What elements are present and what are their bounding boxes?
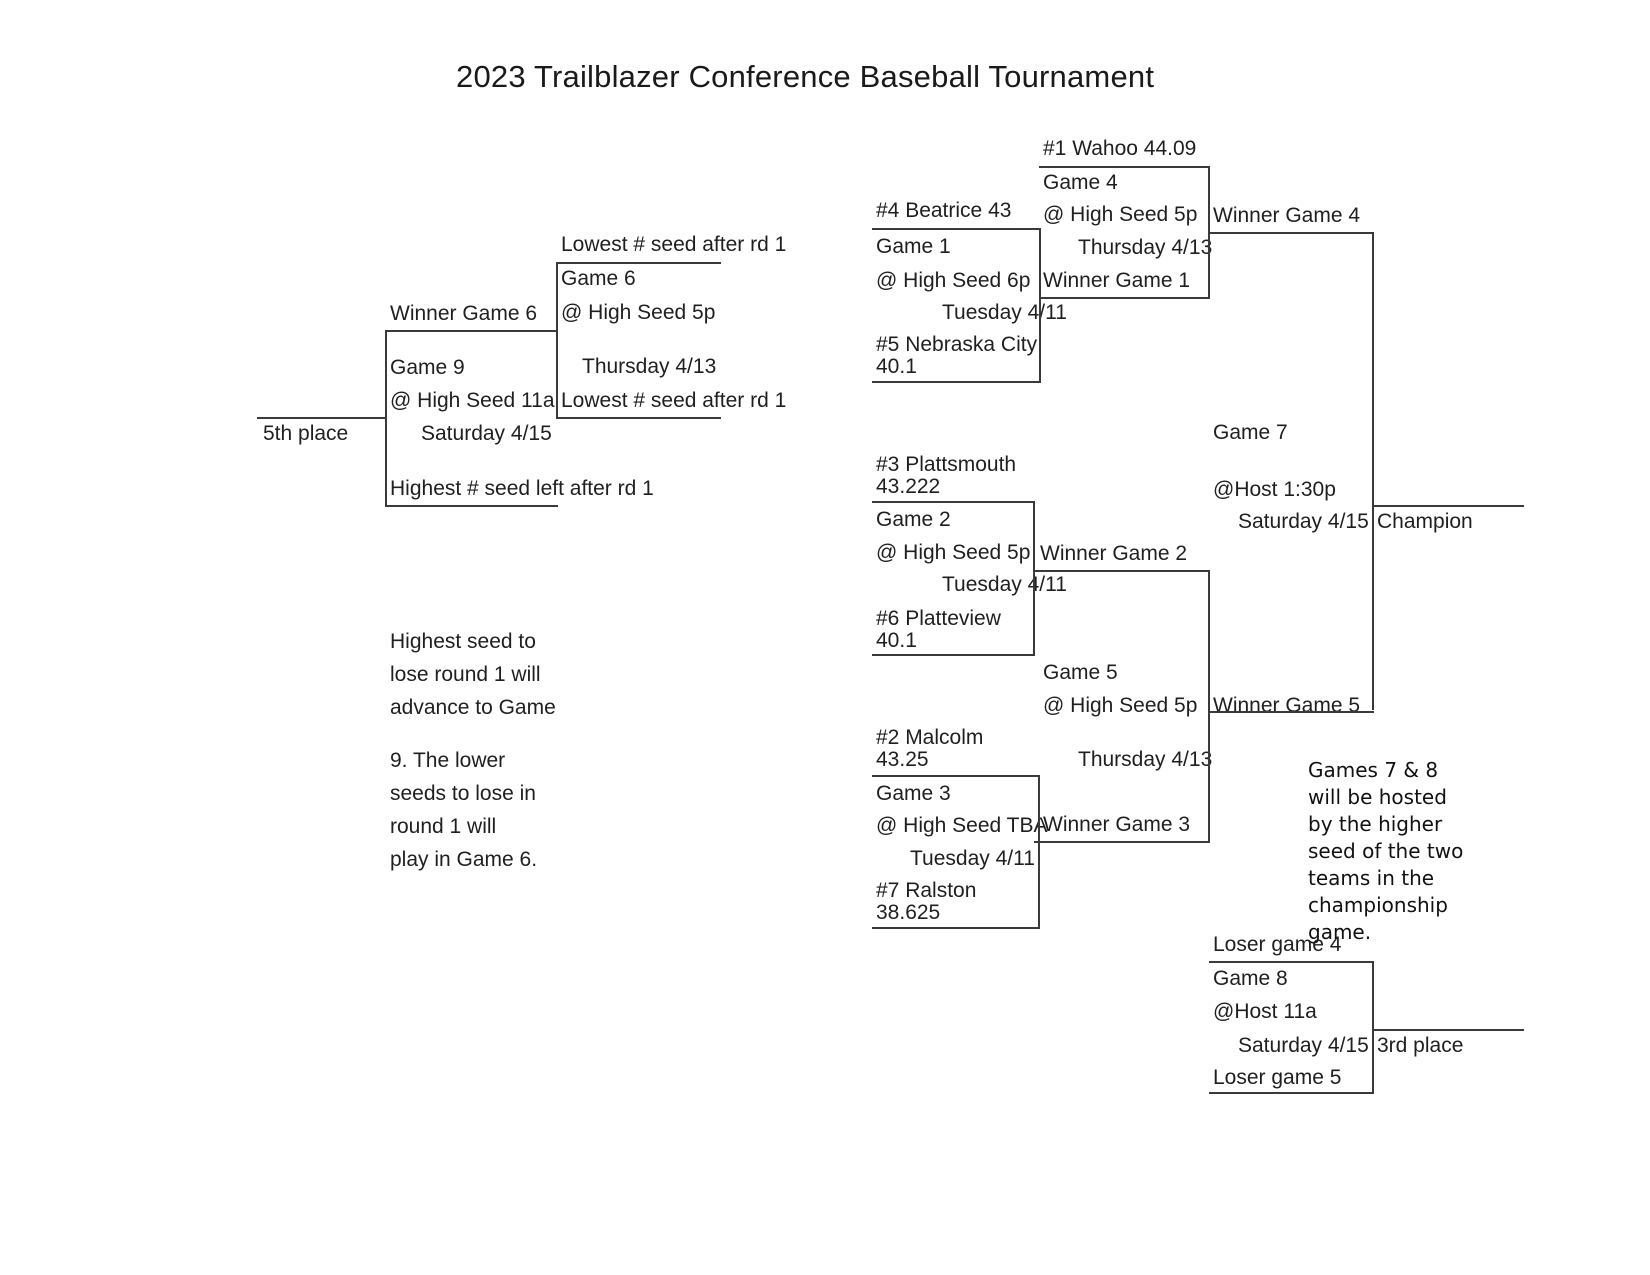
consolation-note: Highest seed to lose round 1 will advance …: [390, 625, 556, 876]
game4-top-rule: [1039, 166, 1209, 168]
game8-site: @Host 11a: [1213, 1000, 1317, 1023]
game2-top-rule: [872, 501, 1034, 503]
winner-game4-rule: [1209, 232, 1373, 234]
team-seed5-name: #5 Nebraska City: [876, 333, 1038, 356]
game3-top-rule: [872, 775, 1039, 777]
game6-top-entrant: Lowest # seed after rd 1: [561, 233, 787, 256]
page-title: 2023 Trailblazer Conference Baseball Tou…: [456, 59, 1155, 94]
game6-site: @ High Seed 5p: [561, 301, 716, 324]
game1-date: Tuesday 4/11: [942, 301, 1067, 324]
winner-game5-rule: [1209, 711, 1374, 713]
game3-bottom-rule: [872, 927, 1039, 929]
game2-date: Tuesday 4/11: [942, 573, 1067, 596]
consolation-note-line: advance to Game: [390, 696, 556, 719]
game7-top-connector: [1372, 232, 1374, 507]
team-seed7-name: #7 Ralston: [876, 879, 977, 902]
game5-date: Thursday 4/13: [1078, 748, 1213, 771]
game3-connector: [1038, 775, 1040, 929]
game8-bottom-entrant: Loser game 5: [1213, 1066, 1342, 1089]
winner-game2-label: Winner Game 2: [1040, 542, 1188, 565]
game6-top-rule: [557, 262, 721, 264]
team-seed4-label: #4 Beatrice 43: [876, 199, 1012, 222]
game8-connector: [1372, 961, 1374, 1094]
game5-connector: [1208, 570, 1210, 843]
game3-site: @ High Seed TBA: [876, 814, 1048, 837]
game2-bottom-rule: [872, 654, 1034, 656]
game2-connector: [1033, 501, 1035, 656]
game5-bottom-rule: [1034, 841, 1209, 843]
consolation-note-line: seeds to lose in: [390, 782, 536, 805]
team-seed5-score: 40.1: [876, 355, 917, 378]
winner-game2-rule: [1034, 570, 1209, 572]
team-seed3-name: #3 Plattsmouth: [876, 453, 1017, 476]
fifth-place-rule: [257, 417, 387, 419]
game4-label: Game 4: [1043, 171, 1118, 194]
game8-label: Game 8: [1213, 967, 1288, 990]
consolation-note-line: play in Game 6.: [390, 848, 538, 871]
team-seed2-score: 43.25: [876, 748, 929, 771]
third-place-rule: [1372, 1029, 1524, 1031]
winner-game4-label: Winner Game 4: [1213, 204, 1361, 227]
game1-connector: [1039, 228, 1041, 383]
team-seed7-score: 38.625: [876, 901, 941, 924]
game8-top-rule: [1209, 961, 1373, 963]
game6-connector: [556, 262, 558, 419]
game1-top-rule: [872, 228, 1040, 230]
game2-label: Game 2: [876, 508, 951, 531]
third-place-label: 3rd place: [1377, 1034, 1464, 1057]
game9-site: @ High Seed 11a: [390, 389, 555, 412]
game2-site: @ High Seed 5p: [876, 541, 1031, 564]
game4-bottom-rule: [1039, 297, 1209, 299]
game1-label: Game 1: [876, 235, 951, 258]
game9-top-rule: [386, 330, 558, 332]
consolation-note-line: 9. The lower: [390, 749, 506, 772]
team-seed3-score: 43.222: [876, 475, 941, 498]
winner-game5-label: Winner Game 5: [1213, 694, 1361, 717]
game6-bottom-rule: [557, 417, 721, 419]
team-seed1-label: #1 Wahoo 44.09: [1043, 137, 1197, 160]
game8-date: Saturday 4/15: [1238, 1034, 1369, 1057]
game9-date: Saturday 4/15: [421, 422, 552, 445]
game7-date: Saturday 4/15: [1238, 510, 1369, 533]
game6-date: Thursday 4/13: [582, 355, 717, 378]
game9-label: Game 9: [390, 356, 465, 379]
game1-bottom-rule: [872, 381, 1040, 383]
consolation-note-line: lose round 1 will: [390, 663, 541, 686]
game5-site: @ High Seed 5p: [1043, 694, 1198, 717]
game3-date: Tuesday 4/11: [910, 847, 1035, 870]
game6-label: Game 6: [561, 267, 636, 290]
fifth-place-label: 5th place: [263, 422, 349, 445]
champion-label: Champion: [1377, 510, 1473, 533]
consolation-note-line: Highest seed to: [390, 630, 536, 653]
team-seed2-name: #2 Malcolm: [876, 726, 984, 749]
game6-bottom-entrant: Lowest # seed after rd 1: [561, 389, 787, 412]
game9-top-entrant: Winner Game 6: [390, 302, 538, 325]
team-seed6-name: #6 Platteview: [876, 607, 1001, 630]
game8-top-entrant: Loser game 4: [1213, 933, 1342, 956]
game9-bottom-entrant: Highest # seed left after rd 1: [390, 477, 654, 500]
game7-label: Game 7: [1213, 421, 1288, 444]
game7-bottom-connector: [1372, 505, 1374, 710]
game5-label: Game 5: [1043, 661, 1118, 684]
team-seed6-score: 40.1: [876, 629, 917, 652]
game3-label: Game 3: [876, 782, 951, 805]
game4-date: Thursday 4/13: [1078, 236, 1213, 259]
host-note: Games 7 & 8 will be hosted by the higher…: [1308, 758, 1464, 944]
game5-opponent: Winner Game 3: [1043, 813, 1191, 836]
game1-site: @ High Seed 6p: [876, 269, 1031, 292]
consolation-note-line: round 1 will: [390, 815, 497, 838]
champion-rule: [1372, 505, 1524, 507]
game4-site: @ High Seed 5p: [1043, 203, 1198, 226]
game7-site: @Host 1:30p: [1213, 478, 1336, 501]
game4-opponent: Winner Game 1: [1043, 269, 1191, 292]
game8-bottom-rule: [1209, 1092, 1373, 1094]
game9-bottom-rule: [386, 505, 558, 507]
